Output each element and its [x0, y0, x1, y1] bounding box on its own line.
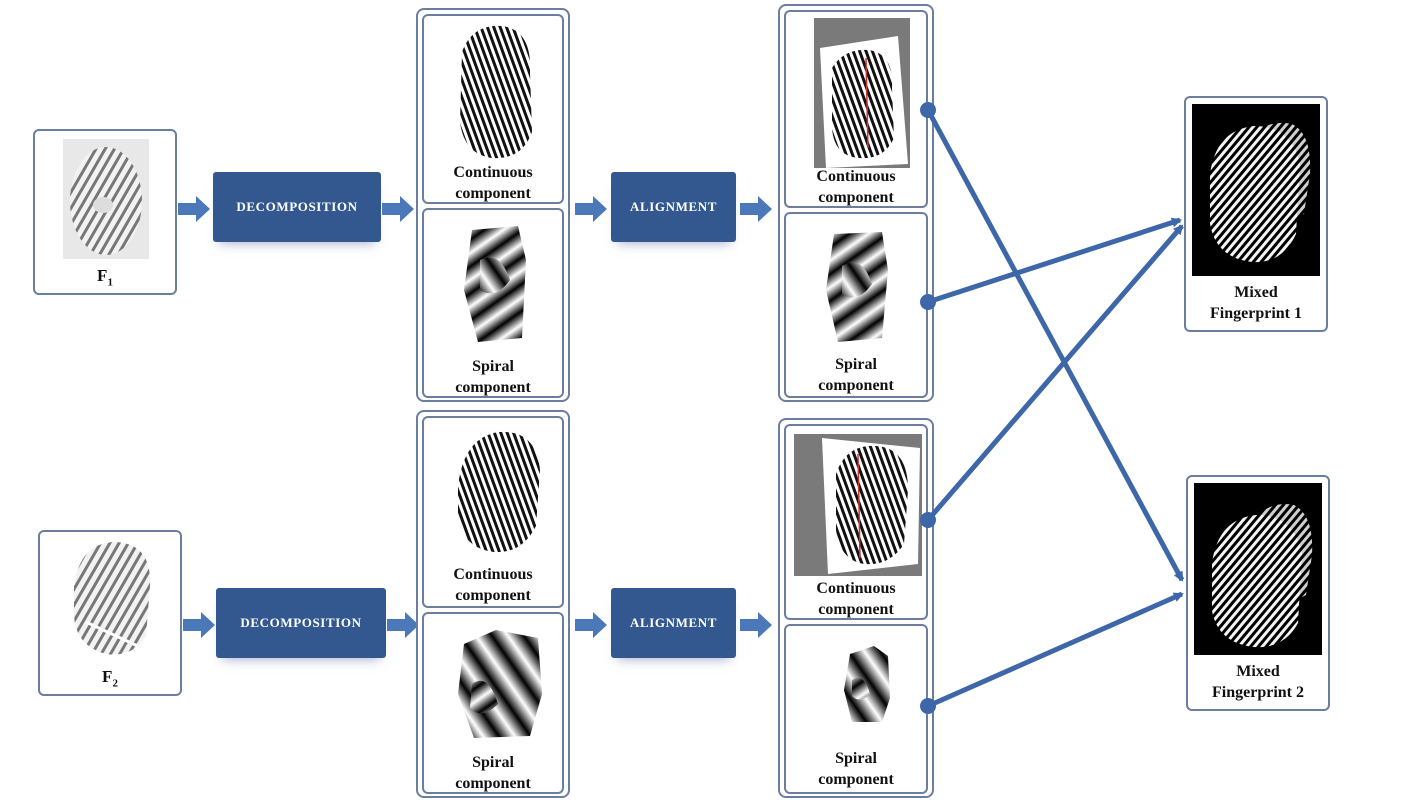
decomposed-components-group-1: Continuous component Spiral component [416, 8, 570, 402]
input-fingerprint-1-image [63, 139, 149, 259]
input-f1-label: F1 [97, 266, 113, 289]
alignment-block-2: ALIGNMENT [611, 588, 736, 658]
decomposition-block-1: DECOMPOSITION [213, 172, 381, 242]
arrow-f1-to-decomposition [178, 196, 210, 222]
continuous-component-image-2 [452, 426, 546, 558]
continuous-component-box-2: Continuous component [422, 416, 564, 608]
connector-spiral1-to-mixed1 [927, 217, 1182, 305]
mixed-fingerprint-2-image [1194, 483, 1322, 655]
input-fingerprint-2-image [66, 536, 158, 660]
arrow-alignment1-to-aligned [740, 196, 772, 222]
decomposition-block-2: DECOMPOSITION [216, 588, 386, 658]
spiral-label-2: Spiral component [455, 754, 531, 792]
alignment-block-1: ALIGNMENT [611, 172, 736, 242]
decomposed-components-group-2: Continuous component Spiral component [416, 410, 570, 798]
connector-dot-spiral1 [920, 294, 936, 310]
arrow-components1-to-alignment [575, 196, 607, 222]
aligned-spiral-label-1: Spiral component [818, 356, 894, 394]
continuous-component-box-1: Continuous component [422, 14, 564, 204]
arrow-decomposition2-to-components [387, 612, 419, 638]
input-f1-box: F1 [33, 129, 177, 295]
aligned-continuous-image-2 [794, 434, 922, 576]
input-f2-box: F2 [38, 530, 182, 696]
output-mixed-fingerprint-1-box: Mixed Fingerprint 1 [1184, 96, 1328, 332]
aligned-spiral-box-1: Spiral component [784, 212, 928, 398]
aligned-spiral-box-2: Spiral component [784, 624, 928, 794]
connector-dot-continuous1 [920, 102, 936, 118]
mixed-fingerprint-1-label: Mixed Fingerprint 1 [1210, 284, 1302, 322]
aligned-spiral-label-2: Spiral component [818, 750, 894, 788]
output-mixed-fingerprint-2-box: Mixed Fingerprint 2 [1186, 475, 1330, 711]
spiral-component-box-1: Spiral component [422, 208, 564, 398]
input-f2-label: F2 [102, 667, 118, 690]
spiral-component-image-2 [458, 630, 542, 738]
aligned-continuous-image-1 [814, 18, 910, 168]
mixed-fingerprint-1-image [1192, 104, 1320, 276]
mixed-fingerprint-2-label: Mixed Fingerprint 2 [1212, 663, 1304, 701]
arrow-decomposition1-to-components [382, 196, 414, 222]
arrow-components2-to-alignment [575, 612, 607, 638]
connector-continuous1-to-mixed2 [925, 108, 1185, 582]
arrow-f2-to-decomposition [183, 612, 215, 638]
aligned-spiral-image-2 [844, 646, 890, 722]
connector-spiral2-to-mixed2 [926, 591, 1184, 709]
connector-continuous2-to-mixed1 [926, 224, 1184, 522]
aligned-spiral-image-1 [826, 232, 888, 342]
aligned-continuous-label-1: Continuous component [816, 168, 896, 206]
spiral-component-image-1 [464, 226, 526, 342]
aligned-continuous-label-2: Continuous component [816, 580, 896, 618]
spiral-label-1: Spiral component [455, 358, 531, 396]
continuous-label-2: Continuous component [453, 566, 533, 604]
spiral-component-box-2: Spiral component [422, 612, 564, 794]
aligned-components-group-2: Continuous component Spiral component [778, 418, 934, 798]
arrow-alignment2-to-aligned [740, 612, 772, 638]
continuous-component-image-1 [452, 22, 538, 162]
continuous-label-1: Continuous component [453, 164, 533, 202]
connector-dot-spiral2 [920, 698, 936, 714]
connector-dot-continuous2 [920, 512, 936, 528]
